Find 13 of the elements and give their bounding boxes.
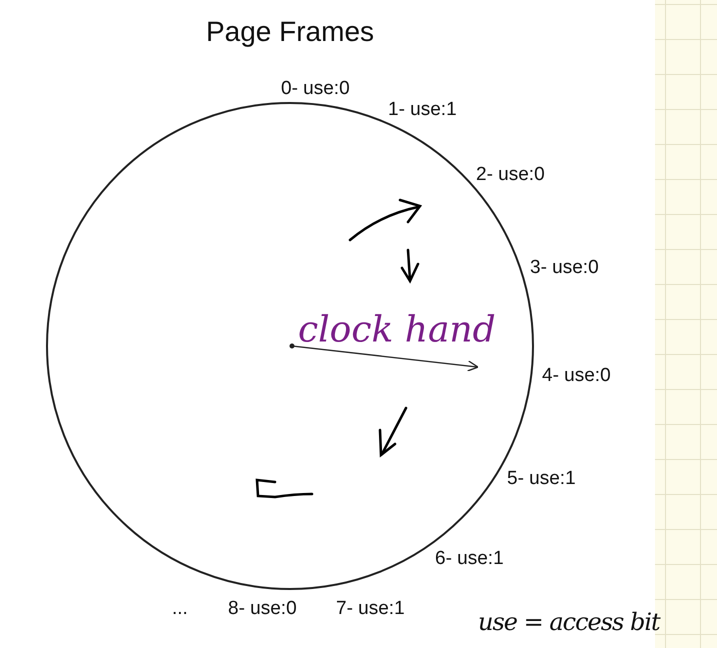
frame-label: 5- use:1: [507, 468, 576, 490]
frame-label: 4- use:0: [542, 365, 611, 387]
handwritten-note: use = access bit: [478, 608, 660, 636]
frame-label: ...: [172, 598, 188, 620]
frame-label: 3- use:0: [530, 257, 599, 279]
frame-label: 2- use:0: [476, 164, 545, 186]
diagram-title: Page Frames: [204, 16, 376, 48]
frame-label: 1- use:1: [388, 99, 457, 121]
frame-label: 7- use:1: [336, 598, 405, 620]
frame-label: 6- use:1: [435, 548, 504, 570]
frame-label: 8- use:0: [228, 598, 297, 620]
handwritten-label: clock hand: [298, 310, 496, 350]
frame-label: 0- use:0: [281, 78, 350, 100]
